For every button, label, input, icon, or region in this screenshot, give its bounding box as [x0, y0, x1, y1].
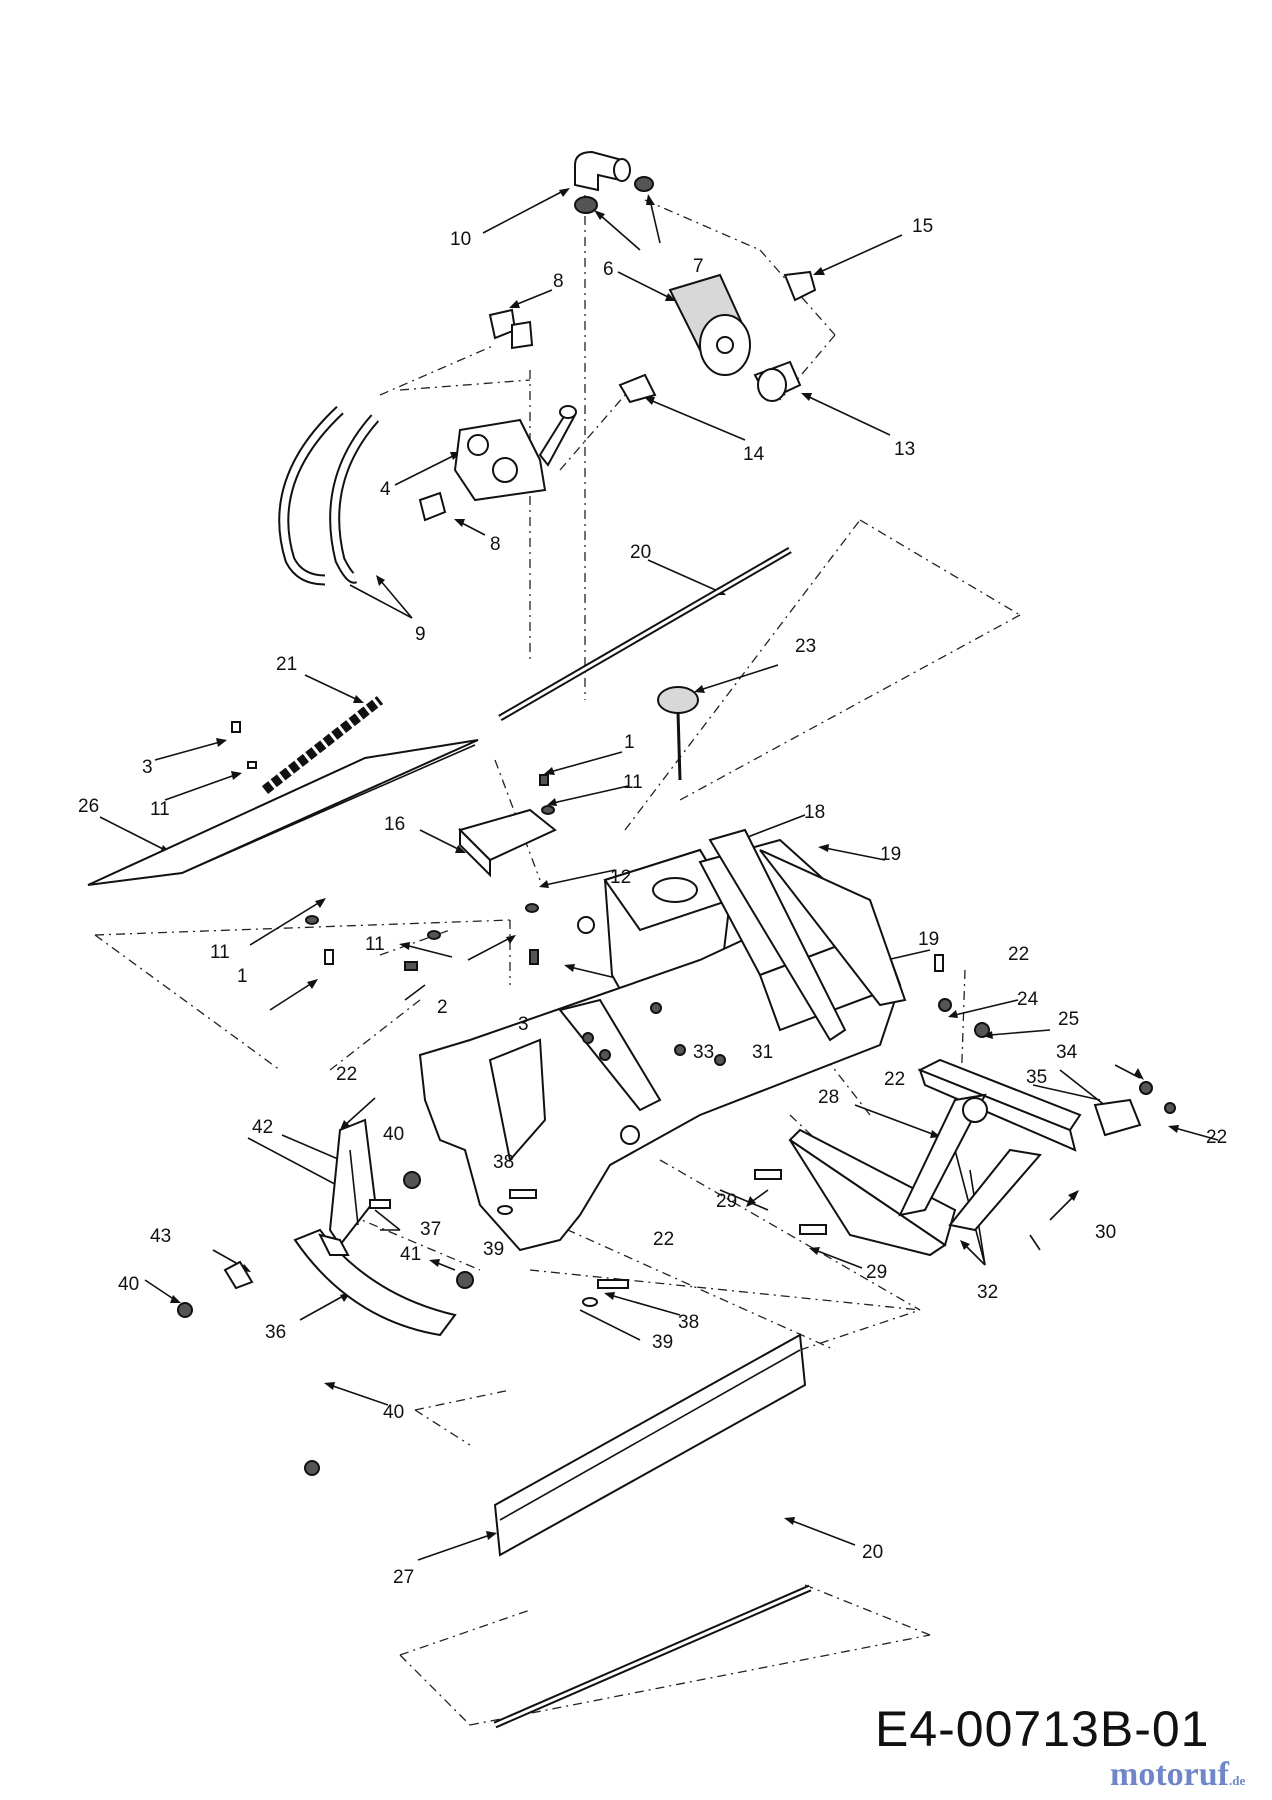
bracket-16 — [458, 808, 557, 878]
shaft-20-lower — [493, 1584, 812, 1729]
callout-16: 16 — [384, 814, 405, 835]
callout-8-top: 8 — [553, 271, 564, 292]
callout-40-a: 40 — [383, 1124, 404, 1145]
callout-2: 2 — [437, 997, 448, 1018]
callout-1-top: 1 — [624, 732, 635, 753]
shaft-20-upper — [498, 546, 792, 722]
callout-6: 6 — [603, 259, 614, 280]
fitting-14 — [618, 373, 657, 404]
callout-35: 35 — [1026, 1067, 1047, 1088]
callout-20-top: 20 — [630, 542, 651, 563]
filter-adapter — [753, 360, 802, 402]
callout-39-a: 39 — [483, 1239, 504, 1260]
callout-36: 36 — [265, 1322, 286, 1343]
callout-22-b: 22 — [884, 1069, 905, 1090]
callout-29-b: 29 — [866, 1262, 887, 1283]
bracket-35 — [1093, 1098, 1142, 1137]
callout-42: 42 — [252, 1117, 273, 1138]
callout-33: 33 — [693, 1042, 714, 1063]
callout-40-b: 40 — [118, 1274, 139, 1295]
callout-23: 23 — [795, 636, 816, 657]
callout-40-c: 40 — [383, 1402, 404, 1423]
oil-cap-23 — [657, 686, 699, 781]
callout-labels: 10 7 15 6 8 13 14 4 8 20 9 23 21 3 11 1 … — [78, 216, 1227, 1588]
callout-13: 13 — [894, 439, 915, 460]
callout-18: 18 — [804, 802, 825, 823]
callout-20-bottom: 20 — [862, 1542, 883, 1563]
small-hardware — [177, 721, 1176, 1476]
callout-15: 15 — [912, 216, 933, 237]
callout-22-e: 22 — [653, 1229, 674, 1250]
callout-10: 10 — [450, 229, 471, 250]
callout-37: 37 — [420, 1219, 441, 1240]
callout-22-d: 22 — [336, 1064, 357, 1085]
hydraulic-hoses — [278, 405, 380, 586]
callout-32: 32 — [977, 1282, 998, 1303]
callout-41: 41 — [400, 1244, 421, 1265]
callout-38-b: 38 — [678, 1312, 699, 1333]
callout-27: 27 — [393, 1567, 414, 1588]
callout-19-right: 19 — [918, 929, 939, 950]
callout-12: 12 — [610, 867, 631, 888]
shield-26 — [87, 739, 479, 886]
callout-1-mid: 1 — [237, 966, 248, 987]
callout-3-mid: 3 — [518, 1014, 529, 1035]
motoruf-watermark[interactable]: motoruf.de — [1110, 1756, 1245, 1794]
callout-34: 34 — [1056, 1042, 1078, 1063]
callout-3-top: 3 — [142, 757, 153, 778]
callout-11-b: 11 — [623, 772, 643, 793]
callout-28: 28 — [818, 1087, 839, 1108]
callout-11-d: 11 — [365, 934, 385, 955]
callout-19-top: 19 — [880, 844, 901, 865]
callout-22-c: 22 — [1206, 1127, 1227, 1148]
callout-39-b: 39 — [652, 1332, 673, 1353]
callout-7: 7 — [693, 256, 704, 277]
chain-21 — [261, 696, 384, 794]
callout-29-a: 29 — [716, 1191, 737, 1212]
callout-25: 25 — [1058, 1009, 1079, 1030]
callout-11-c: 11 — [210, 942, 230, 963]
watermark-suffix: .de — [1228, 1773, 1246, 1788]
elbow-fitting-15 — [783, 270, 817, 302]
callout-26: 26 — [78, 796, 99, 817]
callout-31: 31 — [752, 1042, 773, 1063]
hydraulic-filter — [668, 273, 751, 376]
hitch-frame — [788, 1058, 1082, 1257]
callout-21: 21 — [276, 654, 297, 675]
callout-43: 43 — [150, 1226, 171, 1247]
callout-9: 9 — [415, 624, 426, 645]
callout-14: 14 — [743, 444, 765, 465]
skid-36 — [293, 1228, 457, 1337]
pin-43 — [223, 1260, 254, 1290]
callout-38-a: 38 — [493, 1152, 514, 1173]
shield-27 — [493, 1333, 807, 1557]
callout-4: 4 — [380, 479, 391, 500]
watermark-main: motoruf — [1110, 1756, 1229, 1793]
callout-24: 24 — [1017, 989, 1039, 1010]
fittings-8 — [418, 308, 534, 522]
callout-8-mid: 8 — [490, 534, 501, 555]
control-valve — [453, 405, 577, 502]
assembly-guide-lines — [94, 195, 1021, 1726]
elbow-fitting — [574, 150, 654, 214]
diagram-code: E4-00713B-01 — [875, 1701, 1210, 1757]
depth-bar-42 — [328, 1118, 377, 1247]
callout-30: 30 — [1095, 1222, 1116, 1243]
callout-11-a: 11 — [150, 799, 170, 820]
callout-22-a: 22 — [1008, 944, 1029, 965]
tiller-housing — [418, 828, 907, 1252]
